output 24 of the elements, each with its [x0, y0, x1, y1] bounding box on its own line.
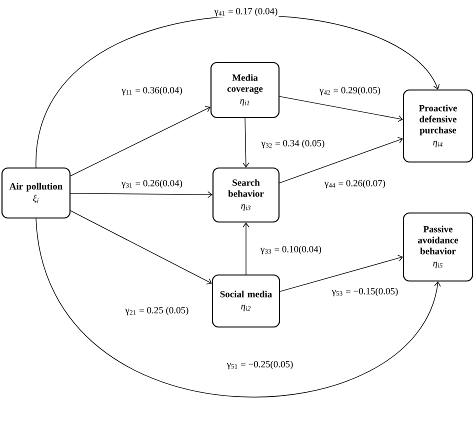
edge-label: γ$_{44}$ = 0.26(0.07) — [323, 178, 387, 190]
edge-label: γ$_{32}$ = 0.34 (0.05) — [260, 138, 326, 150]
arrow — [70, 106, 210, 176]
edge-label: γ$_{33}$ = 0.10(0.04) — [259, 244, 323, 256]
edge-label: γ$_{53}$ = −0.15(0.05) — [330, 286, 400, 298]
construct-box: Passive avoidance behavior η$_{i5}$ — [402, 212, 474, 282]
edge-label: γ$_{51}$ = −0.25(0.05) — [226, 360, 294, 370]
construct-box: Air pollution ξ$_{i}$ — [1, 167, 71, 219]
edge-label: γ$_{31}$ = 0.26(0.04) — [120, 178, 184, 190]
edge-label: γ$_{11}$ = 0.36(0.04) — [120, 86, 184, 96]
edge-label: γ$_{21}$ = 0.25 (0.05) — [124, 306, 190, 316]
arrow — [280, 254, 403, 292]
edge-label: γ$_{42}$ = 0.29(0.05) — [318, 86, 382, 96]
construct-box: Search behavior η$_{i3}$ — [212, 167, 280, 223]
arrow — [70, 210, 212, 284]
arrow — [70, 191, 212, 198]
construct-box: Social media η$_{i2}$ — [212, 274, 280, 328]
arrow — [279, 136, 403, 184]
arrow — [242, 118, 250, 168]
construct-box: Media coverage η$_{i1}$ — [210, 62, 280, 118]
edge-label: γ$_{41}$ = 0.17 (0.04) — [213, 6, 279, 18]
arrow — [242, 222, 250, 275]
arrow — [279, 96, 403, 122]
construct-box: Proactive defensive purchase η$_{i4}$ — [402, 89, 474, 163]
